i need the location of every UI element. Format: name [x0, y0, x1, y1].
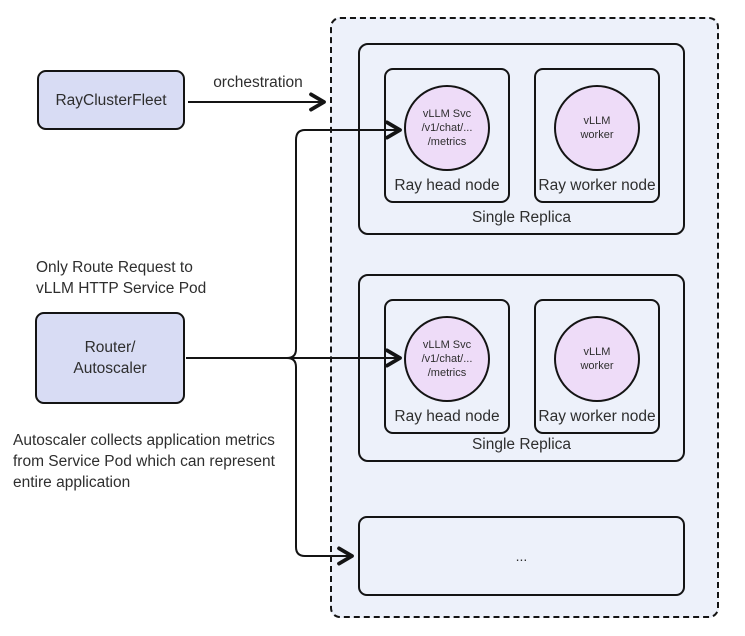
more-replicas-box: ... — [358, 516, 685, 596]
vllm-worker-line1: vLLM — [583, 346, 611, 358]
autoscaler-note-line3: entire application — [13, 474, 131, 491]
ray-head-node-box: vLLM Svc /v1/chat/... /metrics Ray head … — [384, 299, 510, 434]
replica-2: vLLM Svc /v1/chat/... /metrics Ray head … — [358, 274, 685, 462]
ray-head-node-label: Ray head node — [394, 408, 500, 425]
vllm-svc-line2: /v1/chat/... — [421, 122, 473, 134]
route-note: Only Route Request to vLLM HTTP Service … — [36, 257, 206, 299]
vllm-worker-line2: worker — [580, 129, 614, 141]
ray-worker-node-label: Ray worker node — [538, 177, 656, 194]
vllm-worker-line2: worker — [580, 360, 614, 372]
router-autoscaler-box: Router/ Autoscaler — [35, 312, 185, 404]
autoscaler-note-line1: Autoscaler collects application metrics — [13, 432, 275, 449]
more-replicas-label: ... — [515, 548, 528, 564]
vllm-svc-line1: vLLM Svc — [422, 339, 472, 351]
vllm-worker-line1: vLLM — [583, 115, 611, 127]
single-replica-label: Single Replica — [471, 436, 572, 453]
ray-cluster-fleet-label: RayClusterFleet — [55, 91, 167, 109]
ray-head-node-box: vLLM Svc /v1/chat/... /metrics Ray head … — [384, 68, 510, 203]
vllm-svc-line1: vLLM Svc — [422, 108, 472, 120]
router-label-line1: Router/ — [84, 339, 136, 356]
vllm-svc-circle: vLLM Svc /v1/chat/... /metrics — [404, 316, 490, 402]
cluster-container: vLLM Svc /v1/chat/... /metrics Ray head … — [330, 17, 719, 618]
vllm-svc-line3: /metrics — [427, 367, 467, 379]
orchestration-label: orchestration — [213, 74, 303, 91]
replica-1: vLLM Svc /v1/chat/... /metrics Ray head … — [358, 43, 685, 235]
ray-worker-node-label: Ray worker node — [538, 408, 656, 425]
route-note-line1: Only Route Request to — [36, 259, 193, 276]
autoscaler-note-line2: from Service Pod which can represent — [13, 453, 275, 470]
single-replica-label: Single Replica — [471, 209, 572, 226]
vllm-svc-line2: /v1/chat/... — [421, 353, 473, 365]
ray-cluster-fleet-box: RayClusterFleet — [37, 70, 185, 130]
ray-worker-node-box: vLLM worker Ray worker node — [534, 299, 660, 434]
router-label-line2: Autoscaler — [73, 360, 147, 377]
vllm-worker-circle: vLLM worker — [554, 85, 640, 171]
route-note-line2: vLLM HTTP Service Pod — [36, 280, 207, 297]
vllm-svc-line3: /metrics — [427, 136, 467, 148]
ray-head-node-label: Ray head node — [394, 177, 500, 194]
ray-worker-node-box: vLLM worker Ray worker node — [534, 68, 660, 203]
vllm-worker-circle: vLLM worker — [554, 316, 640, 402]
autoscaler-note: Autoscaler collects application metrics … — [13, 430, 275, 493]
vllm-svc-circle: vLLM Svc /v1/chat/... /metrics — [404, 85, 490, 171]
